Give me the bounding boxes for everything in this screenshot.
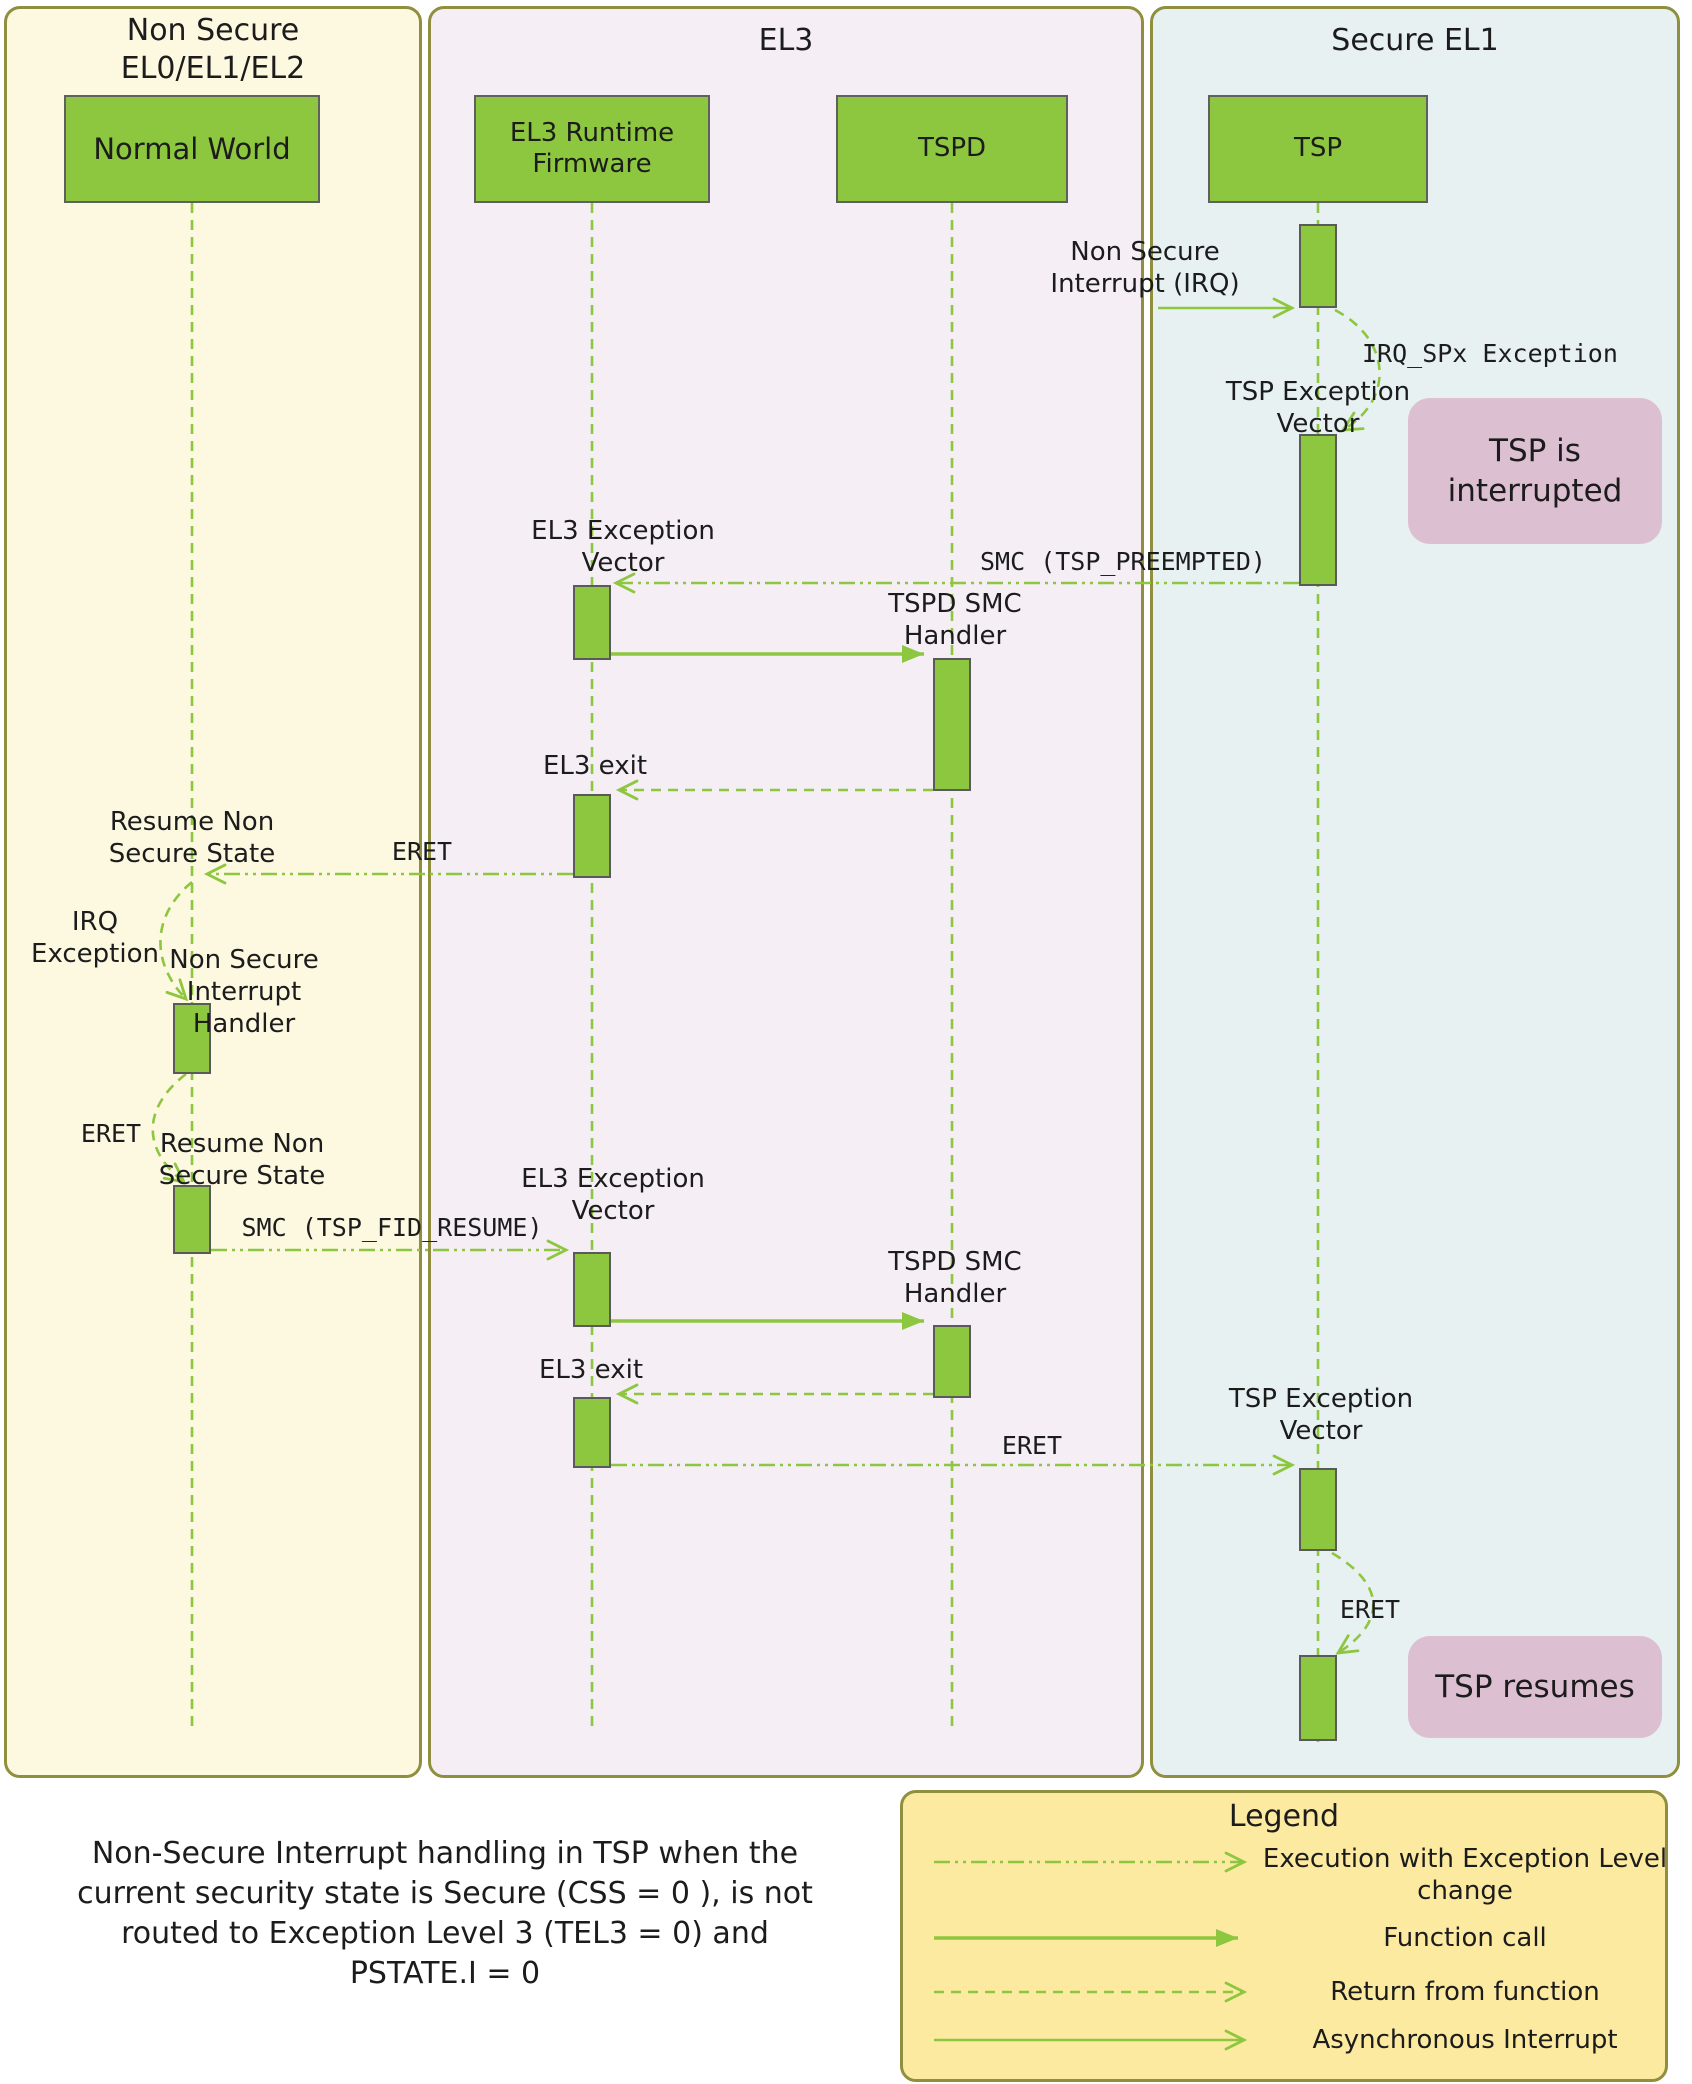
activation-tsp-exception-vector-2: [1299, 1468, 1337, 1551]
message-eret-1: ERET: [391, 837, 453, 866]
label-tspd-smc-handler-2: TSPD SMC Handler: [888, 1247, 1022, 1310]
note-tsp-is-interrupted: TSP is interrupted: [1408, 398, 1662, 544]
label-tsp-exception-vector-2: TSP Exception Vector: [1228, 1384, 1414, 1447]
note-tsp-resumes: TSP resumes: [1408, 1636, 1662, 1738]
message-smc-tsp-preempted: SMC (TSP_PREEMPTED): [980, 547, 1266, 576]
activation-el3-exception-vector-2: [573, 1252, 611, 1327]
diagram-caption: Non-Secure Interrupt handling in TSP whe…: [77, 1836, 813, 1991]
message-el3-exit-1: EL3 exit: [542, 751, 648, 781]
lane-el3: [428, 6, 1144, 1778]
label-el3-exception-vector-2: EL3 Exception Vector: [521, 1164, 705, 1227]
message-smc-tsp-fid-resume: SMC (TSP_FID_RESUME): [241, 1213, 543, 1242]
message-irq-spx-exception: IRQ_SPx Exception: [1362, 339, 1618, 368]
activation-resume-non-secure-state: [173, 1185, 211, 1254]
activation-tspd-smc-handler-2: [933, 1325, 971, 1398]
activation-el3-exit-2: [573, 1397, 611, 1468]
legend-item-function-call: Function call: [1383, 1923, 1547, 1953]
actor-tspd: TSPD: [836, 95, 1068, 203]
actor-el3-runtime-firmware: EL3 Runtime Firmware: [474, 95, 710, 203]
label-tsp-exception-vector-1: TSP Exception Vector: [1225, 377, 1411, 440]
label-resume-non-secure-state-2: Resume Non Secure State: [158, 1129, 326, 1192]
lane-non-secure: [4, 6, 422, 1778]
label-non-secure-interrupt-handler: Non Secure Interrupt Handler: [169, 945, 319, 1040]
legend-item-return-from-function: Return from function: [1330, 1977, 1600, 2007]
lane-title-el3: EL3: [758, 23, 814, 58]
lane-secure-el1: [1150, 6, 1680, 1778]
activation-el3-exit-1: [573, 794, 611, 878]
message-eret-4: ERET: [1339, 1595, 1401, 1624]
actor-normal-world: Normal World: [64, 95, 320, 203]
activation-tsp-exception-vector-1: [1299, 434, 1337, 586]
legend-title: Legend: [1228, 1799, 1340, 1834]
activation-tsp-resumed: [1299, 1655, 1337, 1741]
activation-tsp-1: [1299, 224, 1337, 308]
activation-el3-exception-vector-1: [573, 585, 611, 660]
legend-item-asynchronous-interrupt: Asynchronous Interrupt: [1312, 2025, 1618, 2055]
lane-title-non-secure: Non Secure EL0/EL1/EL2: [120, 13, 306, 86]
activation-tspd-smc-handler-1: [933, 658, 971, 791]
message-eret-2: ERET: [80, 1119, 142, 1148]
actor-tsp: TSP: [1208, 95, 1428, 203]
label-tspd-smc-handler-1: TSPD SMC Handler: [888, 589, 1022, 652]
legend-panel: [900, 1790, 1668, 2082]
message-eret-3: ERET: [1001, 1431, 1063, 1460]
label-el3-exception-vector-1: EL3 Exception Vector: [531, 516, 715, 579]
message-non-secure-interrupt: Non Secure Interrupt (IRQ): [1050, 237, 1240, 300]
label-resume-non-secure-state-1: Resume Non Secure State: [108, 807, 276, 870]
legend-item-exception-level-change: Execution with Exception Level change: [1262, 1844, 1668, 1907]
lane-title-secure-el1: Secure EL1: [1331, 23, 1499, 58]
message-el3-exit-2: EL3 exit: [538, 1355, 644, 1385]
message-irq-exception: IRQ Exception: [31, 907, 159, 970]
